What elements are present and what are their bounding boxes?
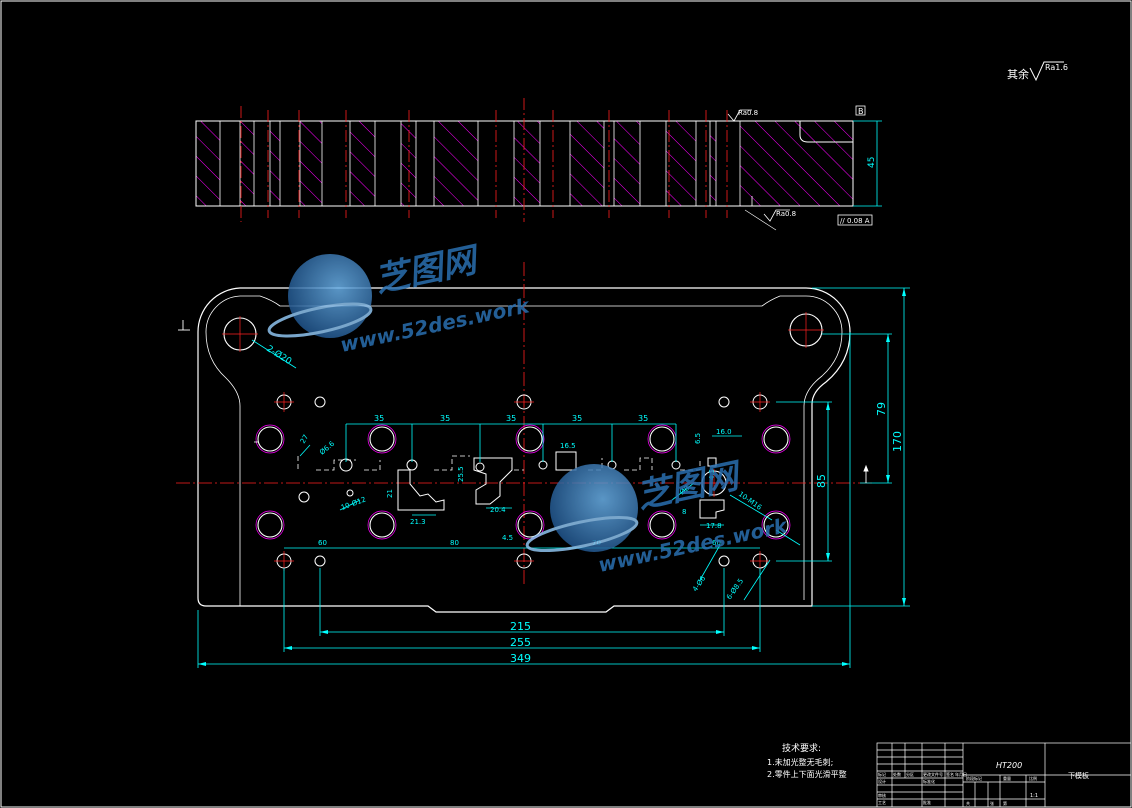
section-markers xyxy=(178,320,869,483)
tb-cell-12: 工艺 xyxy=(878,800,886,805)
surface-roughness-note: 其余 Ra1.6 xyxy=(1007,61,1068,82)
watermark-top: 芝图网 www.52des.work xyxy=(267,239,533,357)
section-view: 45 B Ra0.8 Ra0.8 // 0.08 A xyxy=(195,98,882,231)
tb-cell-6: 设计 xyxy=(878,778,886,784)
tb-cell-2: 分区 xyxy=(906,771,914,777)
plate-outline xyxy=(197,287,851,613)
roughness-value: Ra1.6 xyxy=(1045,63,1068,72)
dim-top-4: 35 xyxy=(572,414,582,423)
watermark-middle: 芝图网 www.52des.work xyxy=(525,455,791,577)
title-drawing-name: 下模板 xyxy=(1068,771,1089,780)
section-hatch xyxy=(196,121,853,206)
dim-6-5: 6.5 xyxy=(694,433,702,444)
tb-cell-4: 签名 xyxy=(946,771,954,777)
dim-21-3: 21.3 xyxy=(410,518,426,526)
callout-d6-6: Ø6.6 xyxy=(318,439,336,456)
dim-349: 349 xyxy=(510,652,531,665)
hidden-lines xyxy=(254,441,701,471)
tb-cell-11: 审核 xyxy=(878,792,886,798)
dim-60-right: 60 xyxy=(712,539,721,547)
technical-notes: 技术要求: 1.未加光整无毛刺; 2.零件上下面光滑平整 xyxy=(767,742,847,779)
dim-27: 27 xyxy=(299,433,310,445)
dim-85: 85 xyxy=(815,474,828,488)
callout-10-d12: 10-Ø12 xyxy=(340,496,367,512)
section-datum-label: B xyxy=(858,107,864,116)
callout-2-d20: 2-Ø20 xyxy=(264,343,293,367)
section-centerlines xyxy=(240,98,728,222)
large-holes xyxy=(223,313,823,540)
tb-cell-13: 批准 xyxy=(923,799,931,805)
section-outline xyxy=(195,120,854,207)
plan-centerlines xyxy=(176,262,872,585)
dim-21: 21 xyxy=(386,489,394,498)
tb-cell-16: 第 xyxy=(1003,800,1007,806)
watermark-globe-2 xyxy=(550,464,638,552)
tb-cell-9: 重量 xyxy=(1003,775,1011,781)
title-block-text: HT200 下模板 标记 处数 分区 更改文件号 签名 年月日 设计 标准化 阶… xyxy=(878,761,1089,806)
dim-4-5-bottom: 4.5 xyxy=(502,534,513,542)
section-bottom-roughness: Ra0.8 xyxy=(776,210,796,218)
tb-cell-1: 处数 xyxy=(893,771,901,777)
section-parallelism: // 0.08 A xyxy=(840,217,870,225)
note-item-1: 1.未加光整无毛刺; xyxy=(767,757,833,767)
dim-20-4: 20.4 xyxy=(490,506,506,514)
dim-25-5: 25.5 xyxy=(457,466,465,482)
callout-6-d8-5: 6-Ø8.5 xyxy=(725,577,745,601)
title-block xyxy=(876,742,1132,808)
notes-title: 技术要求: xyxy=(782,742,821,754)
tb-cell-15: 张 xyxy=(990,800,994,806)
plan-view: 215 255 349 79 170 85 35 35 35 35 35 2-Ø… xyxy=(176,262,910,668)
title-material: HT200 xyxy=(996,761,1022,770)
dim-60-left: 60 xyxy=(318,539,327,547)
hole-crosshairs xyxy=(222,312,824,571)
roughness-label: 其余 xyxy=(1007,67,1029,81)
watermark-globe xyxy=(288,254,372,338)
watermark-brand: 芝图网 xyxy=(372,239,485,300)
watermark-brand-2: 芝图网 xyxy=(634,455,747,516)
dim-8: 8 xyxy=(682,508,686,516)
tb-cell-7: 标准化 xyxy=(923,778,935,784)
tb-cell-10: 比例 xyxy=(1029,775,1037,781)
section-hole-gaps xyxy=(219,120,741,207)
dim-16-0: 16.0 xyxy=(716,428,732,436)
note-item-2: 2.零件上下面光滑平整 xyxy=(767,769,847,779)
tb-cell-0: 标记 xyxy=(878,771,886,777)
dim-170: 170 xyxy=(891,431,904,452)
dim-215: 215 xyxy=(510,620,531,633)
tb-cell-3: 更改文件号 xyxy=(923,771,943,777)
dim-4-5-right: 4.5 xyxy=(708,469,716,480)
section-thickness-dim: 45 xyxy=(867,157,877,168)
dimension-lines xyxy=(197,287,910,668)
tb-cell-8: 阶段标记 xyxy=(966,775,982,781)
dim-79: 79 xyxy=(875,402,888,416)
dim-top-5: 35 xyxy=(638,414,648,423)
dimension-arrows xyxy=(198,288,906,666)
dim-top-1: 35 xyxy=(374,414,384,423)
section-top-roughness: Ra0.8 xyxy=(738,109,758,117)
dim-top-2: 35 xyxy=(440,414,450,423)
tb-cell-5: 年月日 xyxy=(955,771,967,777)
tb-cell-17: 1:1 xyxy=(1030,793,1038,799)
dim-16-5: 16.5 xyxy=(560,442,576,450)
tb-cell-14: 共 xyxy=(966,800,970,806)
dim-17-8: 17.8 xyxy=(706,522,722,530)
dim-255: 255 xyxy=(510,636,531,649)
callout-4-d6: 4-Ø6 xyxy=(691,574,708,593)
dim-80: 80 xyxy=(450,539,459,547)
dim-top-3: 35 xyxy=(506,414,516,423)
